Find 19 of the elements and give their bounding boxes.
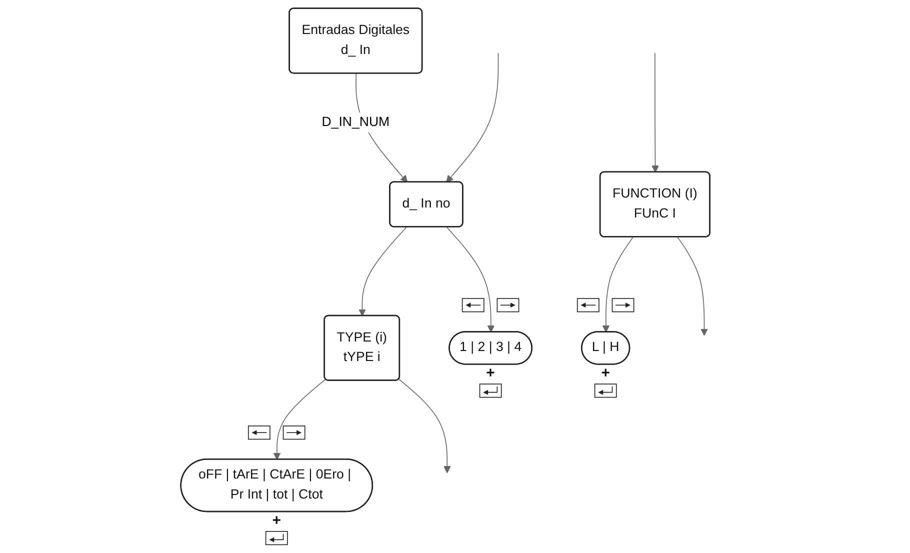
arrow bbox=[677, 236, 708, 336]
arrow bbox=[446, 52, 499, 183]
display-box: d_ In no bbox=[389, 181, 464, 228]
plus-sign: + bbox=[272, 512, 281, 529]
arrow bbox=[273, 378, 326, 460]
arrow bbox=[602, 236, 634, 332]
display-box: L | H bbox=[581, 331, 630, 365]
arrow bbox=[446, 226, 495, 332]
edge-label: D_IN_NUM bbox=[322, 112, 390, 132]
display-box: FUNCTION (I) FUnC I bbox=[599, 171, 710, 238]
display-box: TYPE (i) tYPE i bbox=[324, 314, 400, 381]
display-box: 1 | 2 | 3 | 4 bbox=[448, 331, 532, 365]
arrow bbox=[652, 52, 659, 173]
display-box: oFF | tArE | CtArE | 0Ero | Pr Int | tot | Ctot bbox=[180, 458, 374, 512]
display-box: Entradas Digitales d_ In bbox=[288, 8, 423, 74]
plus-sign: + bbox=[486, 364, 495, 382]
arrow bbox=[398, 378, 451, 474]
plus-sign: + bbox=[601, 364, 610, 382]
arrow bbox=[358, 226, 407, 316]
